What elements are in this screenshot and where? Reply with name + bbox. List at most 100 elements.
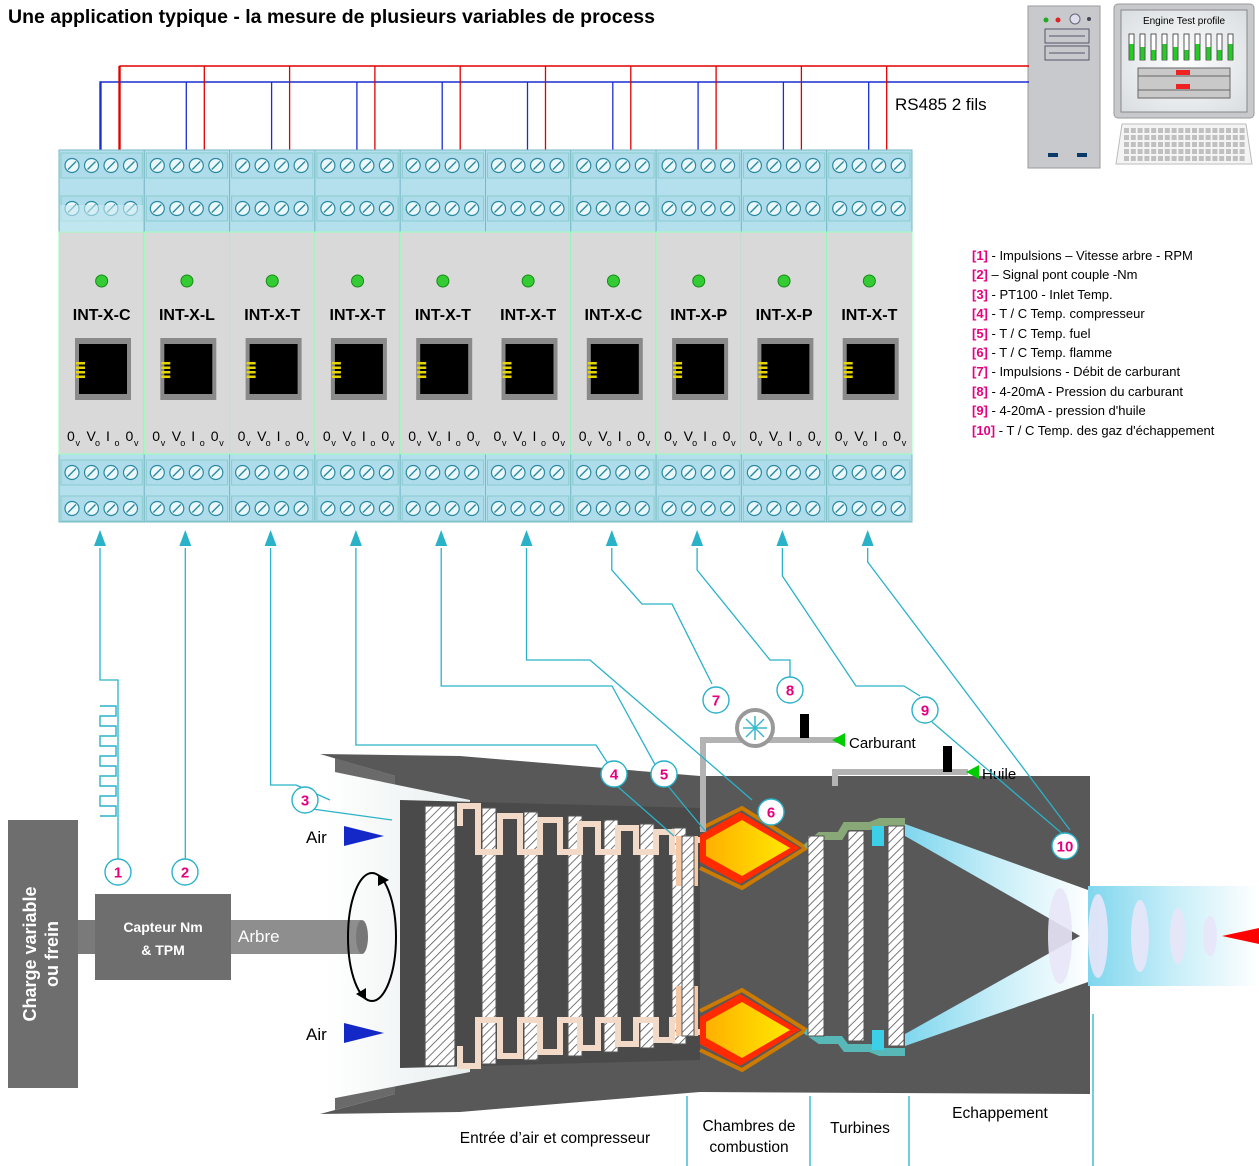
rj45-socket: [590, 344, 639, 394]
screw-slot: [637, 468, 647, 477]
screw-slot: [257, 161, 267, 170]
charge-label-2: ou frein: [42, 921, 62, 987]
screw-slot: [637, 204, 647, 213]
capteur-label-1: Capteur Nm: [123, 919, 202, 935]
page-title: Une application typique - la mesure de p…: [8, 6, 655, 28]
legend-number: [4]: [972, 306, 988, 322]
screw-slot: [152, 504, 162, 513]
keyboard-key: [1137, 128, 1143, 133]
keyboard-key: [1130, 149, 1136, 154]
signal-arrowhead: [94, 530, 106, 546]
terminal-label-sub: v: [76, 438, 81, 448]
rj45-pin: [502, 375, 512, 378]
sensor-badge: 8: [776, 676, 804, 704]
module-name: INT-X-T: [330, 307, 386, 324]
keyboard-key: [1198, 156, 1204, 161]
brake-block: Charge variable ou frein: [8, 820, 78, 1088]
screw-slot: [277, 161, 287, 170]
rj45-pin: [587, 371, 597, 374]
screw-slot: [277, 468, 287, 477]
screw-slot: [323, 161, 333, 170]
terminal-label: 0: [749, 428, 757, 444]
rj45-socket: [334, 344, 383, 394]
terminal-label-sub: v: [134, 438, 139, 448]
badge-circle: [757, 798, 785, 826]
screw-slot: [408, 161, 418, 170]
screw-slot: [703, 161, 713, 170]
rj45-pin: [843, 375, 853, 378]
terminal-label: 0: [152, 428, 160, 444]
zone-combustion: Chambres de combustion: [690, 1116, 808, 1158]
compressor-blade: [603, 819, 619, 1053]
keyboard-key: [1144, 142, 1150, 147]
screw-slot: [126, 504, 135, 513]
badge-number: 10: [1057, 839, 1074, 856]
signal-arrowhead: [264, 530, 277, 546]
screw-slot: [257, 504, 267, 513]
screw-slot: [323, 204, 333, 213]
exhaust-arrow: [1222, 928, 1259, 944]
keyboard-key: [1198, 142, 1204, 147]
compressor-blade: [567, 815, 583, 1057]
screw-slot: [723, 204, 733, 213]
terminal-label-sub: v: [673, 438, 678, 448]
legend-text: - PT100 - Inlet Temp.: [987, 286, 1113, 302]
sensor-badge: 3: [291, 786, 319, 814]
screw-slot: [467, 504, 477, 513]
status-led: [521, 274, 535, 288]
status-led: [95, 274, 109, 288]
screw-slot: [513, 204, 523, 213]
signal-line: [611, 548, 713, 685]
keyboard-key: [1151, 156, 1157, 161]
rj45-pin: [673, 362, 683, 365]
monitor-bar-fill: [1173, 47, 1178, 60]
screw-slot: [893, 468, 903, 477]
screw-slot: [749, 161, 759, 170]
keyboard-key: [1232, 128, 1238, 133]
screw-slot: [172, 468, 182, 477]
keyboard-key: [1205, 156, 1211, 161]
rj45-pin: [587, 362, 597, 365]
keyboard-key: [1226, 128, 1231, 133]
compressor-wall-top: [457, 803, 700, 855]
rj45-pin: [417, 375, 427, 378]
keyboard-key: [1151, 142, 1157, 147]
monitor-bar-fill: [1129, 44, 1134, 60]
terminal-label: I: [618, 428, 622, 444]
rj45-pin: [76, 375, 85, 378]
screw-slot: [362, 161, 372, 170]
brake-shaft: [78, 920, 98, 954]
badge-number: 3: [301, 793, 309, 810]
terminal-label-sub: o: [607, 438, 612, 448]
screw-slot: [664, 504, 674, 513]
screw-slot: [579, 161, 589, 170]
terminal-label-sub: v: [731, 438, 736, 448]
signal-line: [667, 785, 707, 833]
status-led: [436, 274, 450, 288]
keyboard-key: [1144, 128, 1150, 133]
screw-slot: [257, 204, 267, 213]
keyboard-key: [1239, 142, 1245, 147]
keyboard-key: [1130, 156, 1136, 161]
screw-slot: [579, 468, 589, 477]
signal-line: [440, 548, 659, 771]
keyboard-key: [1185, 142, 1191, 147]
compressor-wall-bottom: [457, 1017, 700, 1069]
badge-number: 7: [712, 693, 720, 710]
signal-line: [99, 548, 119, 860]
keyboard-key: [1232, 149, 1238, 154]
keyboard-key: [1164, 149, 1170, 154]
keyboard-key: [1212, 128, 1218, 133]
fuel-line: Carburant: [700, 708, 917, 832]
keyboard-key: [1178, 128, 1184, 133]
signal-arrowhead: [691, 530, 704, 546]
legend-item: [1] - Impulsions – Vitesse arbre - RPM: [972, 246, 1214, 265]
keyboard-key: [1185, 135, 1191, 140]
terminal-label-sub: v: [561, 438, 566, 448]
screw-slot: [381, 161, 391, 170]
screw-slot: [723, 468, 733, 477]
screw-slot: [126, 468, 135, 477]
